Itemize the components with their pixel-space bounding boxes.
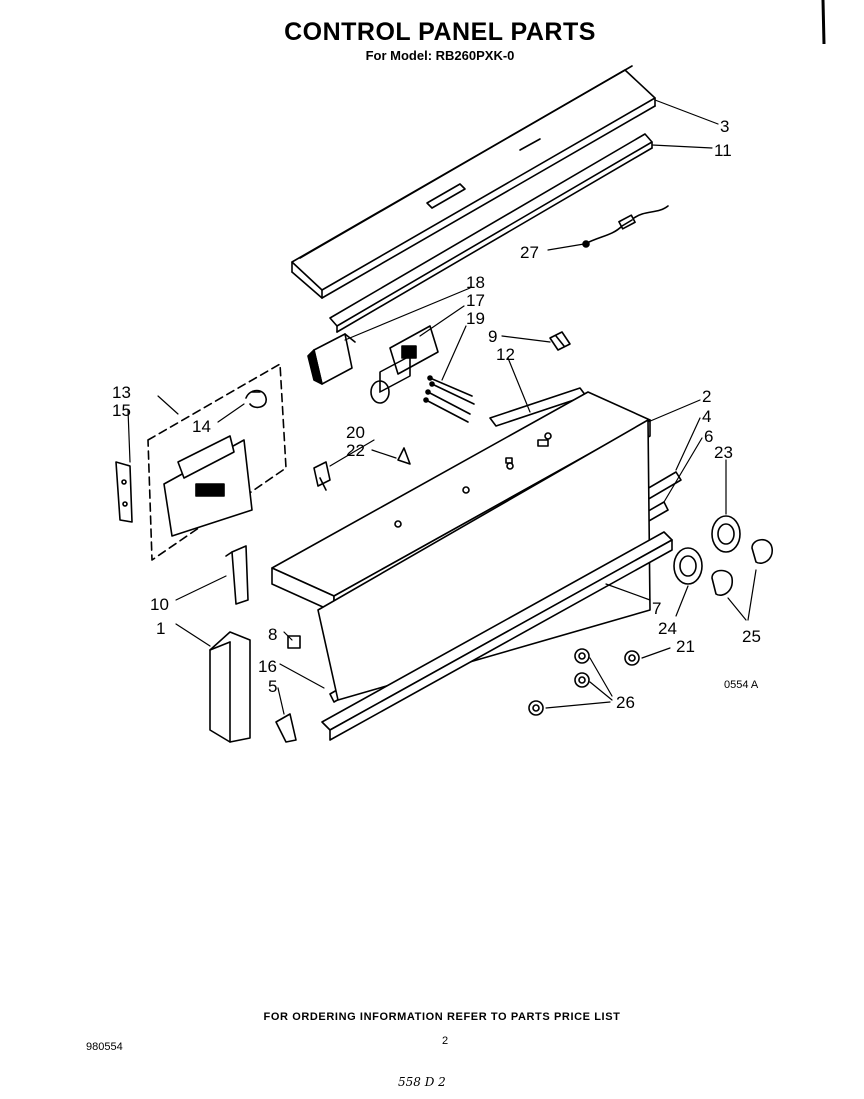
callout-17: 17 — [466, 291, 485, 310]
callout-5: 5 — [268, 677, 277, 696]
part-7-lower-panel — [317, 355, 651, 701]
handwritten-note: 558 D 2 — [398, 1075, 446, 1089]
callout-15: 15 — [112, 401, 131, 420]
part-18-bracket — [307, 333, 356, 385]
part-24-bezel — [673, 547, 703, 585]
callout-labels: 1 2 3 4 5 6 7 8 9 10 11 12 13 14 15 16 1… — [112, 117, 761, 712]
callout-9: 9 — [488, 327, 497, 346]
part-14-component — [245, 389, 267, 409]
part-25-knob-lower — [711, 569, 733, 596]
part-21-nut — [624, 650, 640, 666]
part-25-knob-upper — [751, 538, 773, 564]
callout-23: 23 — [714, 443, 733, 462]
callout-3: 3 — [720, 117, 729, 136]
callout-21: 21 — [676, 637, 695, 656]
part-1-end-cap — [209, 631, 251, 743]
part-13-clock-assembly — [147, 363, 287, 561]
callout-16: 16 — [258, 657, 277, 676]
callout-14: 14 — [192, 417, 211, 436]
callout-7: 7 — [652, 599, 661, 618]
lower-base-channel — [321, 531, 673, 741]
part-27-wire — [582, 205, 669, 248]
page-number: 2 — [442, 1035, 449, 1047]
part-9-clip — [549, 331, 571, 351]
callout-11: 11 — [714, 141, 732, 160]
callout-13: 13 — [112, 383, 131, 402]
part-22-clip — [397, 447, 411, 465]
callout-4: 4 — [702, 407, 711, 426]
part-11-strip — [329, 133, 653, 333]
callout-12: 12 — [496, 345, 515, 364]
callout-25: 25 — [742, 627, 761, 646]
leader-lines — [127, 99, 757, 715]
callout-20: 20 — [346, 423, 365, 442]
callout-10: 10 — [150, 595, 169, 614]
part-17-switch — [389, 325, 439, 375]
document-number: 980554 — [86, 1041, 123, 1053]
part-26-nuts — [528, 648, 590, 716]
callout-8: 8 — [268, 625, 277, 644]
callout-2: 2 — [702, 387, 711, 406]
callout-26: 26 — [616, 693, 635, 712]
part-15-bracket — [115, 461, 133, 523]
part-23-bezel — [711, 515, 741, 553]
callout-27: 27 — [520, 243, 539, 262]
figure-code: 0554 A — [724, 679, 759, 691]
callout-22: 22 — [346, 441, 365, 460]
part-5-clip — [275, 713, 297, 743]
callout-6: 6 — [704, 427, 713, 446]
callout-1: 1 — [156, 619, 165, 638]
scan-edge-mark — [821, 0, 826, 44]
callout-24: 24 — [658, 619, 677, 638]
page-title: CONTROL PANEL PARTS — [284, 18, 596, 46]
model-subtitle: For Model: RB260PXK-0 — [365, 48, 515, 63]
part-19-leads — [370, 375, 475, 423]
part-20-switch — [313, 461, 331, 491]
callout-19: 19 — [466, 309, 485, 328]
part-10-bracket — [225, 545, 249, 605]
callout-18: 18 — [466, 273, 485, 292]
part-3-top-trim — [291, 65, 656, 299]
ordering-note: FOR ORDERING INFORMATION REFER TO PARTS … — [263, 1011, 621, 1023]
